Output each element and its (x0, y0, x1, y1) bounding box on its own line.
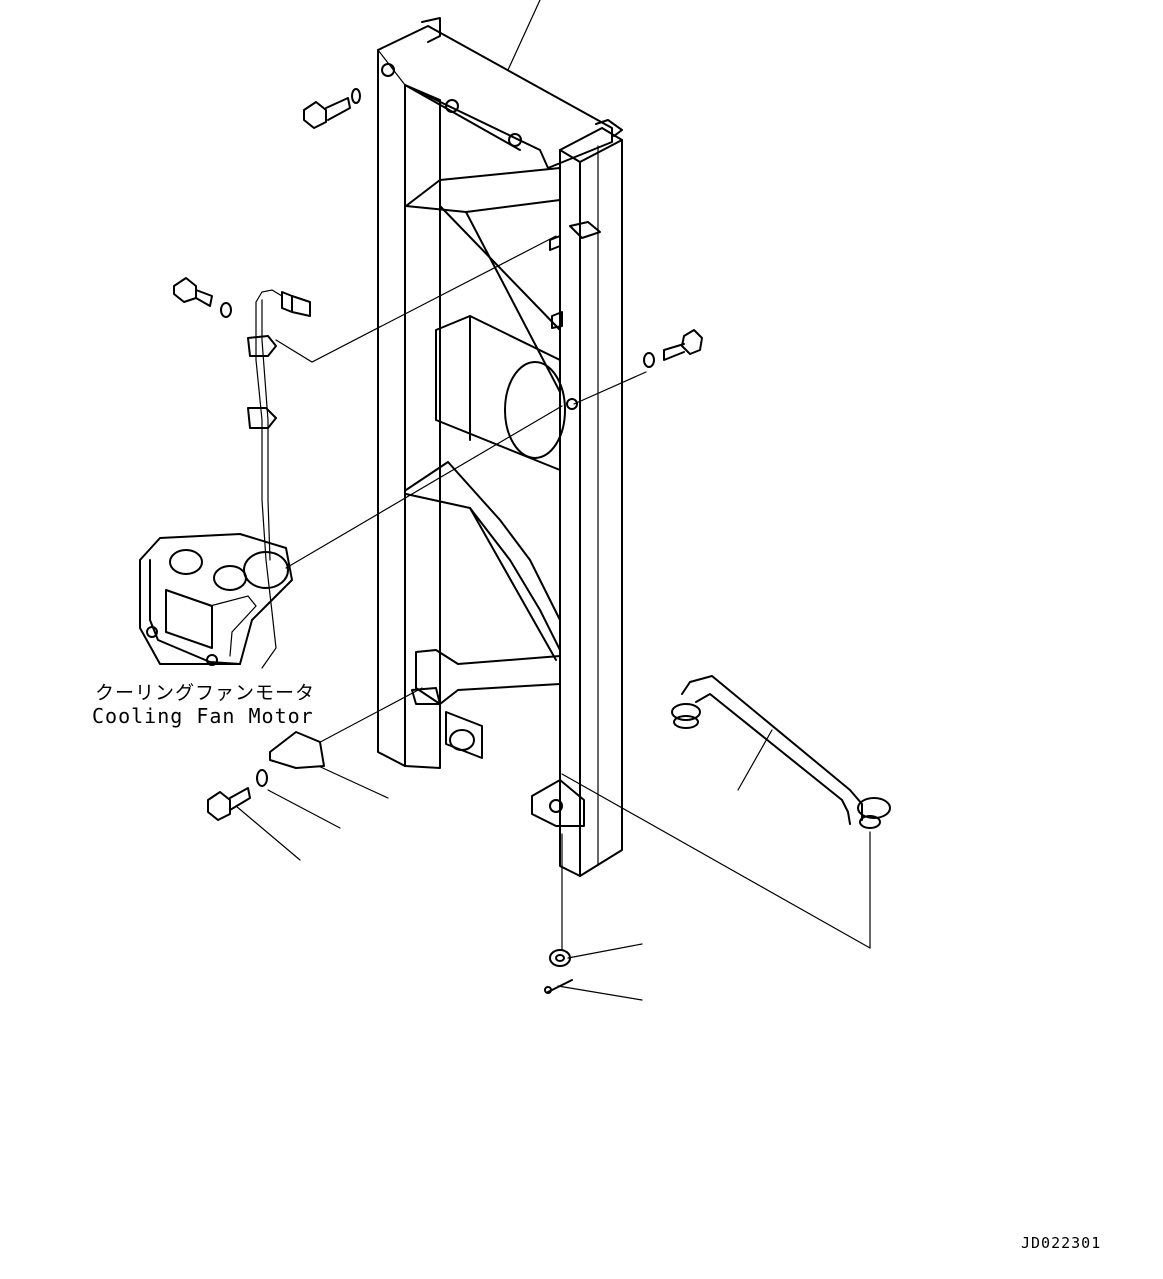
drawing-code: JD022301 (1021, 1234, 1102, 1252)
leader-lines (235, 0, 871, 1001)
component-label-japanese: クーリングファンモータ (95, 682, 316, 704)
wire-harness (247, 289, 311, 669)
radiator-frame (377, 17, 623, 877)
component-label-english: Cooling Fan Motor (92, 704, 314, 728)
pipe-assembly (671, 675, 891, 829)
cooling-fan-motor (139, 533, 293, 666)
fasteners (173, 88, 703, 994)
